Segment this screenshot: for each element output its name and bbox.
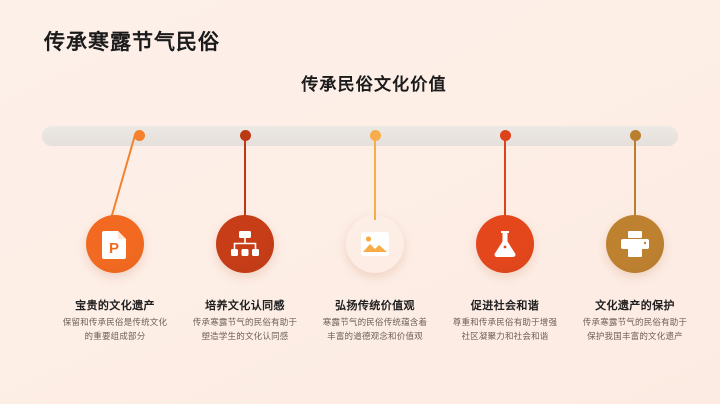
item-body: 传承寒露节气的民俗有助于保护我国丰富的文化遗产: [582, 317, 688, 342]
item-body: 传承寒露节气的民俗有助于塑造学生的文化认同感: [192, 317, 298, 342]
svg-text:P: P: [109, 240, 119, 257]
document-p-icon: P: [102, 229, 128, 259]
icon-bubble[interactable]: [606, 215, 664, 273]
icon-bubble[interactable]: [346, 215, 404, 273]
item-title: 培养文化认同感: [205, 300, 285, 312]
timeline-dot: [369, 130, 381, 141]
item-title: 促进社会和谐: [470, 300, 540, 312]
flask-icon: [492, 230, 518, 258]
item-body: 保留和传承民俗是传统文化的重要组成部分: [62, 317, 168, 342]
timeline-dot: [239, 130, 251, 141]
timeline-dot: [629, 130, 641, 141]
image-icon: [361, 232, 389, 256]
timeline-stem: [109, 134, 136, 220]
item-title: 文化遗产的保护: [595, 300, 675, 312]
icon-bubble[interactable]: P: [86, 215, 144, 273]
timeline-stem: [244, 135, 246, 220]
page-title: 传承寒露节气民俗: [44, 31, 220, 54]
icon-bubble[interactable]: [216, 215, 274, 273]
timeline-stem: [504, 135, 506, 220]
timeline-dot: [499, 130, 511, 141]
item-body: 尊重和传承民俗有助于增强社区凝聚力和社会和谐: [452, 317, 558, 342]
page-subtitle: 传承民俗文化价值: [0, 70, 720, 95]
item-body: 寒露节气的民俗传统蕴含着丰富的道德观念和价值观: [322, 317, 428, 342]
printer-icon: [621, 231, 649, 257]
icon-bubble[interactable]: [476, 215, 534, 273]
org-chart-icon: [231, 231, 259, 257]
item-title: 宝贵的文化遗产: [75, 300, 155, 312]
timeline-dot: [134, 130, 145, 141]
timeline-rail: [42, 126, 678, 146]
timeline-stem: [634, 135, 636, 220]
timeline-stem: [374, 135, 376, 220]
item-title: 弘扬传统价值观: [335, 300, 415, 312]
page-subtitle-text: 传承民俗文化价值: [301, 75, 447, 94]
